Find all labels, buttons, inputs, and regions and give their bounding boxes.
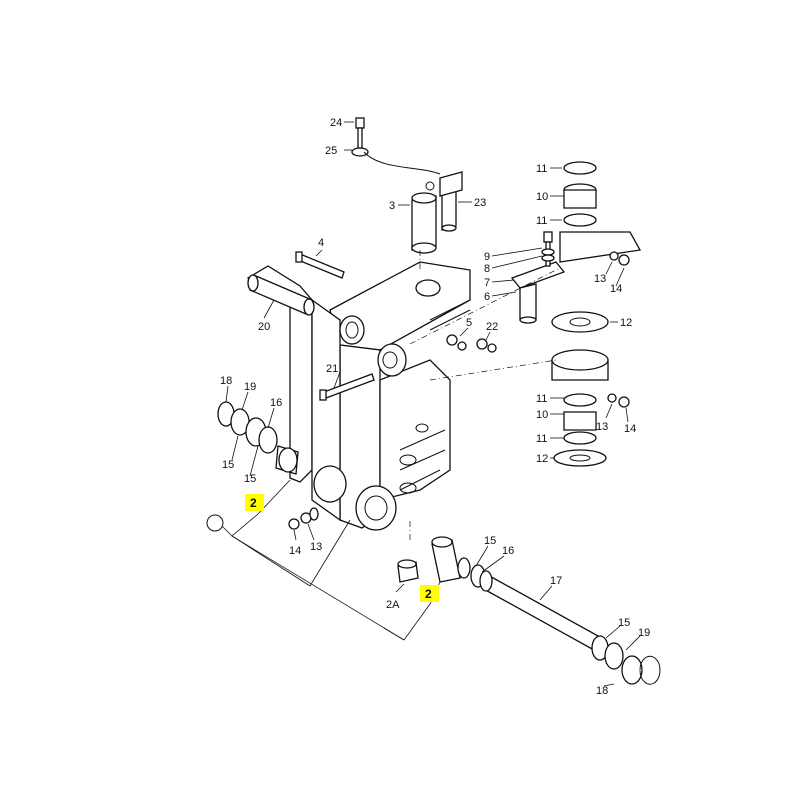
callout-label: 11 bbox=[536, 163, 547, 175]
callout-label: 24 bbox=[330, 117, 342, 129]
callout-label: 4 bbox=[318, 237, 324, 249]
upper-bushing-housing bbox=[559, 161, 642, 266]
pivot-bracket-casting bbox=[246, 261, 471, 531]
part-17-pin-assembly bbox=[431, 536, 661, 685]
callout-label: 16 bbox=[270, 397, 282, 409]
callout-label: 15 bbox=[222, 459, 234, 471]
part-20-pin bbox=[247, 274, 315, 316]
callout-label: 14 bbox=[624, 423, 636, 435]
callout-label: 11 bbox=[536, 433, 547, 445]
item-1-circle bbox=[206, 514, 224, 532]
callout-label: 25 bbox=[325, 145, 337, 157]
callout-label: 2A bbox=[386, 599, 400, 611]
grease-fitting-left bbox=[288, 507, 319, 530]
callout-label: 13 bbox=[594, 273, 606, 285]
callout-label: 17 bbox=[550, 575, 562, 587]
callout-label: 18 bbox=[596, 685, 608, 697]
callout-label: 7 bbox=[484, 277, 490, 289]
callout-label: 12 bbox=[620, 317, 632, 329]
callout-label: 9 bbox=[484, 251, 490, 263]
callout-label: 15 bbox=[618, 617, 630, 629]
callout-label: 13 bbox=[596, 421, 608, 433]
callout-label: 10 bbox=[536, 191, 548, 203]
callout-label: 23 bbox=[474, 197, 486, 209]
callout-label: 21 bbox=[326, 363, 338, 375]
callout-label: 22 bbox=[486, 321, 498, 333]
callout-label: 19 bbox=[244, 381, 256, 393]
callout-label: 20 bbox=[258, 321, 270, 333]
highlight-box-2a bbox=[245, 494, 264, 511]
callout-label: 16 bbox=[502, 545, 514, 557]
part-6-plate bbox=[510, 261, 566, 324]
callout-label: 11 bbox=[536, 215, 547, 227]
callout-label: 18 bbox=[220, 375, 232, 387]
callout-label: 5 bbox=[466, 317, 472, 329]
callout-label: 14 bbox=[610, 283, 622, 295]
part-21-bolt bbox=[319, 373, 375, 401]
callout-label: 15 bbox=[484, 535, 496, 547]
callout-label: 6 bbox=[484, 291, 490, 303]
highlighted-callout-label: 2 bbox=[425, 587, 432, 601]
callout-label: 8 bbox=[484, 263, 490, 275]
callout-label: 12 bbox=[536, 453, 548, 465]
callout-label: 14 bbox=[289, 545, 301, 557]
callout-label: 13 bbox=[310, 541, 322, 553]
callout-label: 11 bbox=[536, 393, 547, 405]
part-3-pin bbox=[411, 181, 437, 254]
callout-label: 3 bbox=[389, 200, 395, 212]
part-24-25-lanyard bbox=[351, 117, 441, 175]
highlight-box-2b bbox=[420, 585, 439, 602]
part-4-bolt bbox=[295, 251, 345, 279]
callout-label: 15 bbox=[244, 473, 256, 485]
assembly-center-lines bbox=[409, 250, 561, 540]
leader-lines bbox=[221, 121, 641, 687]
part-23-clip bbox=[439, 171, 463, 232]
lower-bushing-housing bbox=[551, 311, 630, 467]
part-7-9-bolt-stack bbox=[541, 231, 555, 267]
part-2A-bushing bbox=[397, 559, 419, 583]
highlighted-callout-label: 2 bbox=[250, 496, 257, 510]
callout-label: 19 bbox=[638, 627, 650, 639]
callout-label: 10 bbox=[536, 409, 548, 421]
part-5-22-screws bbox=[446, 334, 497, 353]
